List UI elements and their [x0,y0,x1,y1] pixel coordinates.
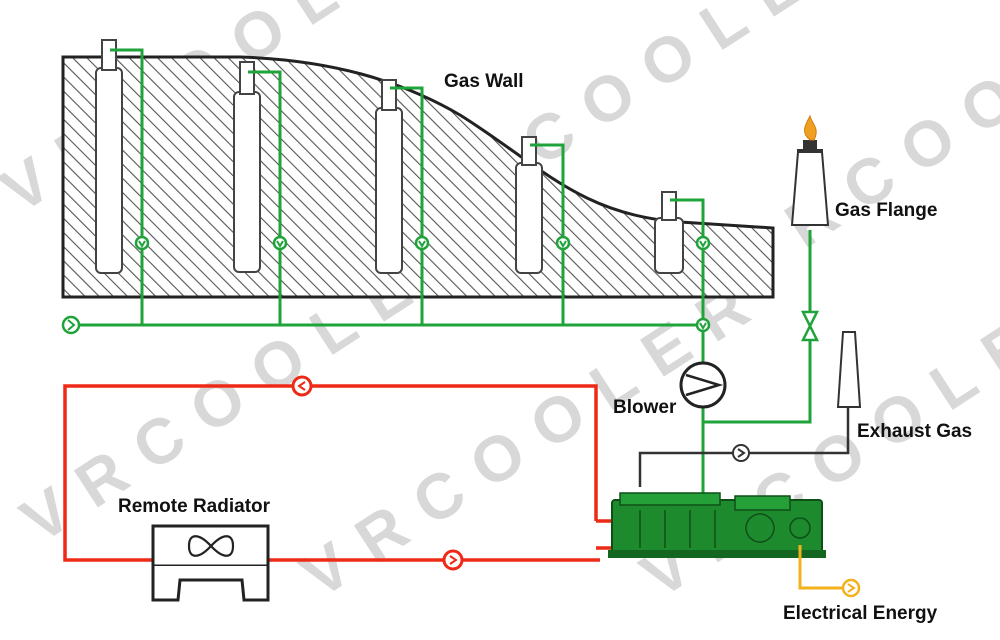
well-3 [375,107,403,274]
blower-label: Blower [613,397,677,418]
well-2 [233,91,261,273]
gas-wall-label: Gas Wall [444,71,524,92]
remote-radiator [151,524,270,602]
gas-flow-markers [61,235,711,335]
electric-flow-marker [841,578,861,598]
flow-direction-icon [134,235,150,251]
well-4-cap [521,136,537,166]
well-5 [654,217,684,274]
flow-direction-icon [442,549,464,571]
remote-radiator-label: Remote Radiator [118,496,271,517]
flow-direction-icon [272,235,288,251]
flow-direction-icon [414,235,430,251]
flow-direction-icon [61,315,81,335]
flow-direction-icon [291,375,313,397]
electric-line [798,545,843,590]
well-1 [95,67,123,274]
exhaust-flow-marker [732,444,750,462]
flow-direction-icon [555,235,571,251]
exhaust-stack [836,331,862,408]
fan-infinity-icon [187,535,235,557]
well-3-cap [381,79,397,111]
flame-icon [804,114,817,141]
electrical-energy-label: Electrical Energy [783,603,938,624]
well-1-cap [101,39,117,71]
bowtie-valve-icon [800,310,820,342]
well-2-cap [239,61,255,95]
gas-flow-arrows [67,240,707,331]
coolant-flow-markers [291,375,464,571]
gas-flange [790,114,830,226]
well-5-cap [661,191,677,221]
exhaust-gas-label: Exhaust Gas [857,421,973,442]
flow-direction-icon [695,317,711,333]
flow-direction-icon [695,235,711,251]
gas-flange-label: Gas Flange [835,200,938,221]
generator-set [608,492,826,558]
pump-icon [679,361,727,409]
gas-wells [95,39,684,274]
well-4 [515,162,543,274]
